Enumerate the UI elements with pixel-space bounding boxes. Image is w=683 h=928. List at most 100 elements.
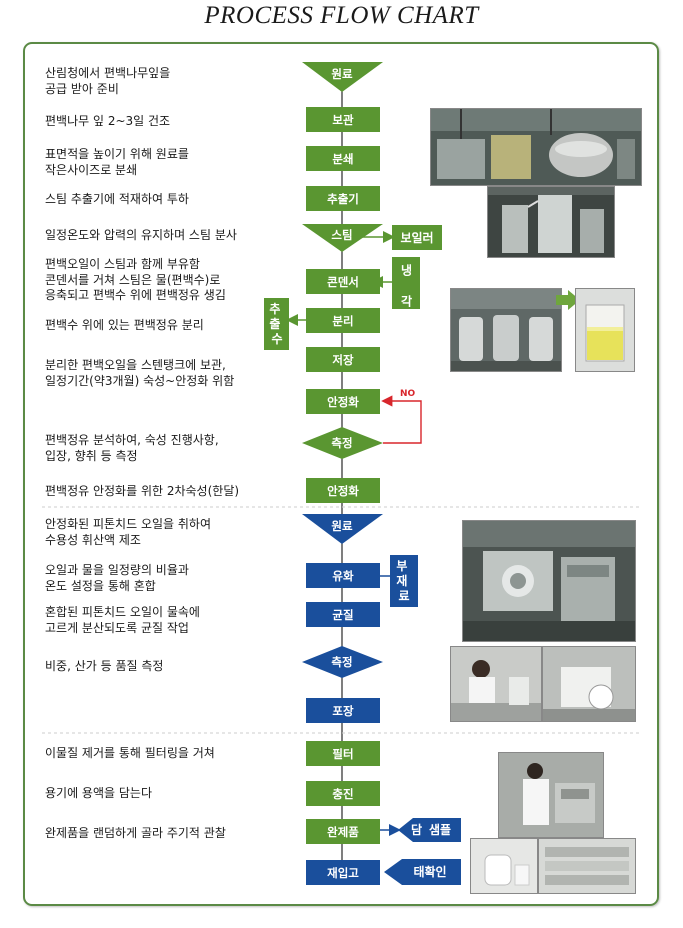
step-label-19: 완제품 xyxy=(327,825,359,839)
flow-chart-frame xyxy=(23,42,659,906)
step-label-3: 분쇄 xyxy=(332,152,353,166)
side-box-verify: 태확인 xyxy=(384,859,461,885)
step-label-18: 충진 xyxy=(332,787,353,801)
step-label-12: 원료 xyxy=(331,519,353,533)
step-node-8: 저장 xyxy=(306,347,380,372)
step-description-6: 편백오일이 스팀과 함께 부유함 콘덴서를 거쳐 스팀은 물(편백수)로 응축되… xyxy=(45,257,226,302)
filling-worker-photo xyxy=(498,752,604,838)
step-description-3: 표면적을 높이기 위해 원료를 작은사이즈로 분쇄 xyxy=(45,147,189,177)
side-box-label-material: 부 재 료 xyxy=(396,559,411,603)
step-label-6: 콘덴서 xyxy=(327,275,359,289)
coolant-char-3: 수 xyxy=(399,328,413,341)
side-box-shape-sample xyxy=(398,818,461,842)
step-shape-16 xyxy=(306,698,380,723)
step-description-12: 안정화된 피톤치드 오일을 취하여 수용성 휘산액 제조 xyxy=(45,517,212,547)
step-node-15: 측정 xyxy=(302,646,383,678)
side-box-sample: 담 샘플 xyxy=(398,818,461,842)
step-description-7: 편백수 위에 있는 편백정유 분리 xyxy=(45,318,204,332)
step-shape-14 xyxy=(306,602,380,627)
step-shape-9 xyxy=(306,389,380,414)
step-label-16: 포장 xyxy=(332,704,354,718)
step-shape-11 xyxy=(306,478,380,503)
side-box-material: 부 재 료 xyxy=(390,555,418,607)
step-label-20: 재입고 xyxy=(327,866,359,880)
step-shape-5 xyxy=(302,224,383,252)
steam-extractor-photo xyxy=(487,186,615,258)
step-description-1: 산림청에서 편백나무잎을 공급 받아 준비 xyxy=(45,66,171,96)
step-description-13: 오일과 물을 일정량의 비율과 온도 설정을 통해 혼합 xyxy=(45,563,189,593)
step-description-4: 스팀 추출기에 적재하여 투하 xyxy=(45,192,189,206)
step-shape-1 xyxy=(302,62,383,92)
step-node-4: 추출기 xyxy=(306,186,380,211)
step-label-15: 측정 xyxy=(331,655,352,669)
step-description-18: 용기에 용액을 담는다 xyxy=(45,786,152,800)
step-node-1: 원료 xyxy=(302,62,383,92)
side-box-label-coolant: 냉 각 수 xyxy=(399,262,413,340)
page-title: PROCESS FLOW CHART xyxy=(204,2,479,29)
step-node-3: 분쇄 xyxy=(306,146,380,171)
step-shape-2 xyxy=(306,107,380,132)
factory-extraction-photo xyxy=(430,108,642,186)
step-description-17: 이물질 제거를 통해 필터링을 거쳐 xyxy=(45,746,215,760)
emulsifier-machine-photo xyxy=(462,520,636,642)
step-label-7: 분리 xyxy=(332,314,353,328)
step-label-10: 측정 xyxy=(331,436,352,450)
step-description-15: 비중, 산가 등 품질 측정 xyxy=(45,659,164,673)
step-shape-4 xyxy=(306,186,380,211)
storage-tanks-photo xyxy=(450,288,562,372)
step-shape-8 xyxy=(306,347,380,372)
step-description-2: 편백나무 잎 2~3일 건조 xyxy=(45,114,171,128)
step-shape-13 xyxy=(306,563,380,588)
step-node-7: 분리 xyxy=(306,308,380,333)
coolant-char-2: 각 xyxy=(399,294,413,308)
step-label-8: 저장 xyxy=(332,353,354,367)
step-node-6: 콘덴서 xyxy=(306,269,380,294)
lab-measurement-photo-1 xyxy=(450,646,542,722)
arrow-right-icon xyxy=(556,290,580,310)
step-node-2: 보관 xyxy=(306,107,380,132)
step-label-11: 안정화 xyxy=(327,484,359,498)
step-node-19: 완제품 xyxy=(306,819,380,844)
step-shape-12 xyxy=(302,514,383,544)
step-description-11: 편백정유 안정화를 위한 2차숙성(한달) xyxy=(45,484,240,498)
step-shape-6 xyxy=(306,269,380,294)
side-box-label-extract-water: 추 출 수 xyxy=(269,301,284,346)
step-node-12: 원료 xyxy=(302,514,383,544)
step-node-13: 유화 xyxy=(306,563,380,588)
step-node-10: 측정 xyxy=(302,427,383,459)
step-label-1: 원료 xyxy=(331,67,353,81)
step-description-19: 완제품을 랜덤하게 골라 주기적 관찰 xyxy=(45,826,226,840)
step-shape-20 xyxy=(306,860,380,885)
side-box-prefix-sample: 담 xyxy=(411,822,422,837)
side-box-label-verify: 태확인 xyxy=(413,864,446,879)
step-shape-15 xyxy=(302,646,383,678)
step-node-18: 충진 xyxy=(306,781,380,806)
step-label-2: 보관 xyxy=(332,113,354,127)
side-box-label-sample: 샘플 xyxy=(429,822,451,837)
side-box-shape-verify xyxy=(384,859,461,885)
side-box-label-boiler: 보일러 xyxy=(400,230,433,245)
step-shape-3 xyxy=(306,146,380,171)
step-description-10: 편백정유 분석하여, 숙성 진행사항, 입장, 향취 등 측정 xyxy=(45,433,219,463)
step-label-9: 안정화 xyxy=(327,395,359,409)
step-label-4: 추출기 xyxy=(327,192,359,206)
loop-back-arrow xyxy=(381,395,422,444)
step-shape-19 xyxy=(306,819,380,844)
side-box-boiler: 보일러 xyxy=(392,225,442,250)
step-description-8: 분리한 편백오일을 스텐탱크에 보관, 일정기간(약3개월) 숙성~안정화 위함 xyxy=(45,358,235,388)
step-shape-17 xyxy=(306,741,380,766)
step-shape-18 xyxy=(306,781,380,806)
coolant-char-1: 냉 xyxy=(399,262,413,276)
step-node-11: 안정화 xyxy=(306,478,380,503)
side-box-extract-water: 추 출 수 xyxy=(264,298,289,350)
side-box-shape-coolant xyxy=(392,257,420,309)
side-box-coolant: 냉 각 수 xyxy=(392,257,420,341)
step-node-16: 포장 xyxy=(306,698,380,723)
step-description-5: 일정온도와 압력의 유지하며 스팀 분사 xyxy=(45,228,237,242)
lab-measurement-photo-2 xyxy=(542,646,636,722)
sample-storage-photo-2 xyxy=(538,838,636,894)
step-node-9: 안정화 xyxy=(306,389,380,414)
step-label-13: 유화 xyxy=(332,569,354,583)
loop-label: NO xyxy=(400,389,416,399)
